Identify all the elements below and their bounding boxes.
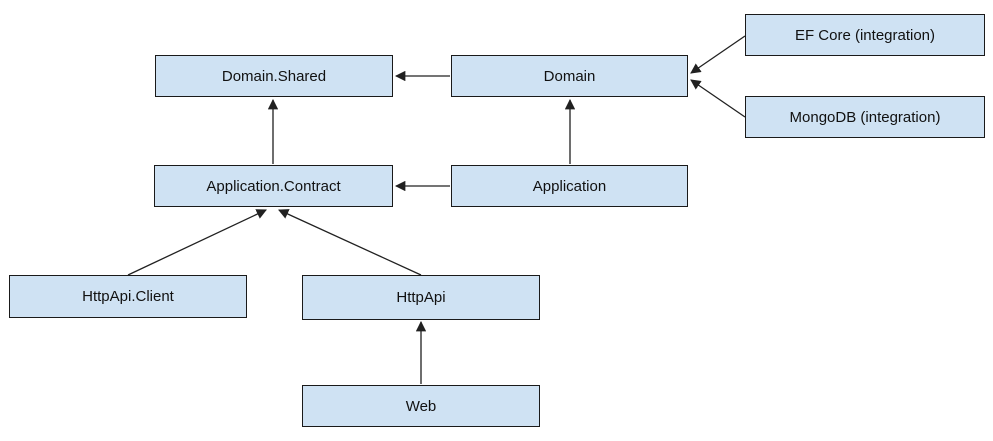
edge-mongodb-to-domain — [690, 79, 746, 118]
node-mongodb-integration: MongoDB (integration) — [745, 96, 985, 138]
node-label: HttpApi — [396, 289, 446, 306]
node-label: MongoDB (integration) — [789, 108, 941, 126]
node-label: Application — [532, 177, 607, 195]
node-label: Web — [405, 397, 437, 415]
node-domain-shared: Domain.Shared — [155, 55, 393, 97]
node-label: Domain.Shared — [221, 67, 327, 85]
node-web: Web — [302, 385, 540, 427]
node-httpapi-client: HttpApi.Client — [9, 275, 247, 318]
node-label: EF Core (integration) — [794, 26, 936, 44]
node-httpapi: HttpApi — [302, 275, 540, 320]
edge-httpapi-to-appcontract — [278, 209, 422, 276]
node-ef-core-integration: EF Core (integration) — [745, 14, 985, 56]
node-label: Domain — [543, 67, 596, 85]
edge-efcore-to-domain — [690, 35, 746, 74]
node-application-contract: Application.Contract — [154, 165, 393, 207]
edge-httpapiclient-to-appcontract — [127, 209, 267, 276]
node-application: Application — [451, 165, 688, 207]
node-label: HttpApi.Client — [82, 288, 174, 305]
node-domain: Domain — [451, 55, 688, 97]
node-label: Application.Contract — [206, 177, 341, 195]
